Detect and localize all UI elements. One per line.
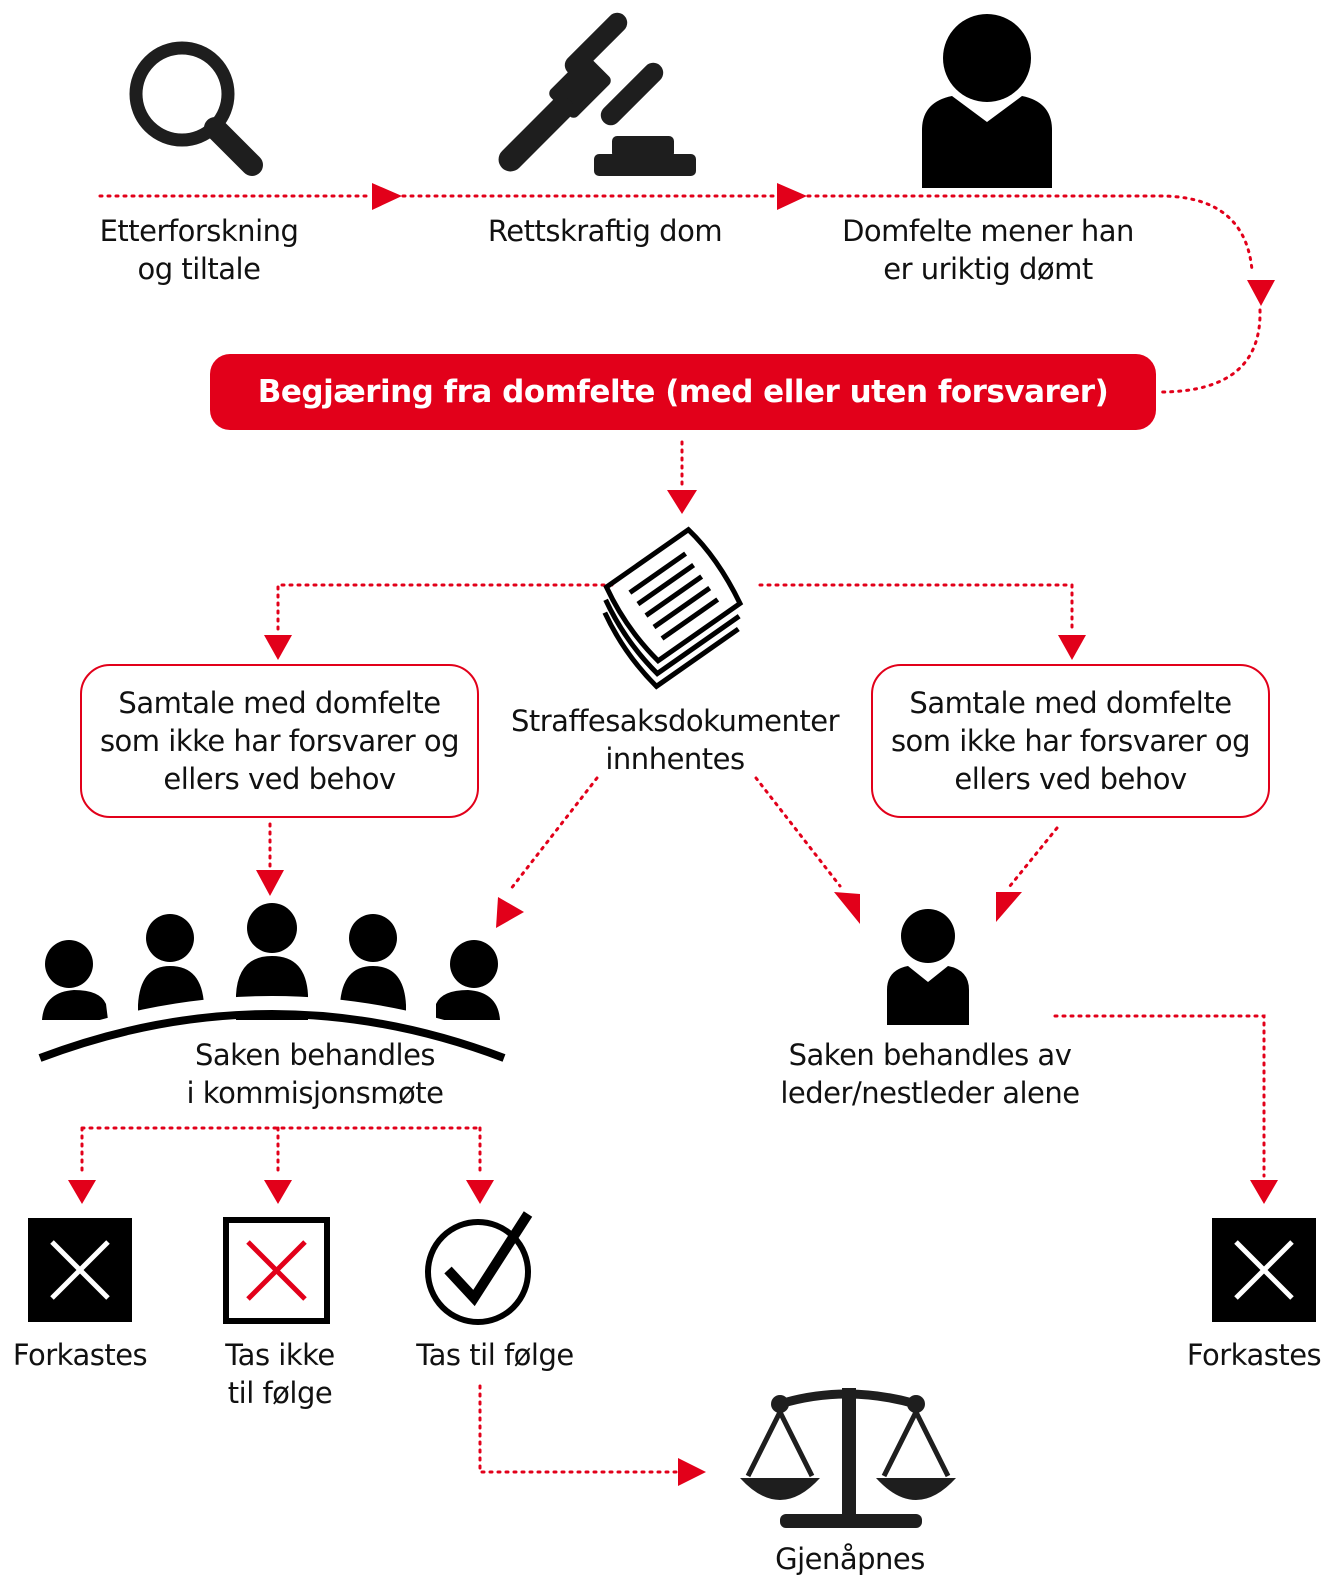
arrowhead bbox=[264, 1180, 292, 1204]
label-line: Saken behandles bbox=[194, 1038, 436, 1072]
interview-box-left: Samtale med domfelte som ikke har forsva… bbox=[80, 664, 479, 818]
interview-box-right: Samtale med domfelte som ikke har forsva… bbox=[871, 664, 1270, 818]
label-line: og tiltale bbox=[137, 252, 261, 286]
label-line: er uriktig dømt bbox=[883, 252, 1093, 286]
connector-accepted-to-reopen bbox=[478, 1384, 680, 1474]
x-box-filled-icon bbox=[28, 1218, 132, 1322]
outcome-not-upheld-label: Tas ikke til følge bbox=[200, 1336, 360, 1412]
check-circle-icon bbox=[425, 1211, 533, 1325]
outcome-rejected-label: Forkastes bbox=[0, 1336, 160, 1374]
arrowhead bbox=[667, 490, 697, 514]
label-line: Straffesaksdokumenter bbox=[510, 704, 840, 738]
arrowheads bbox=[68, 183, 1278, 1486]
connector-leader-to-outcome bbox=[1053, 1014, 1266, 1178]
label-line: Etterforskning bbox=[99, 214, 299, 248]
label-line: Rettskraftig dom bbox=[487, 214, 723, 248]
connector-corner-to-banner bbox=[1158, 308, 1262, 394]
label-line: Forkastes bbox=[12, 1338, 148, 1372]
label-line: Tas ikke bbox=[225, 1338, 335, 1372]
scales-icon bbox=[740, 1388, 956, 1528]
label-line: Forkastes bbox=[1186, 1338, 1322, 1372]
step-research-label: Etterforskning og tiltale bbox=[74, 212, 324, 288]
arrowhead bbox=[264, 635, 292, 660]
connector-docs-to-commission bbox=[508, 776, 599, 892]
reopened-label: Gjenåpnes bbox=[750, 1540, 950, 1578]
x-box-filled-icon bbox=[1212, 1218, 1316, 1322]
arrowhead bbox=[256, 870, 284, 896]
label-line: innhentes bbox=[605, 742, 745, 776]
arrowhead bbox=[372, 183, 402, 210]
connector-docs-left bbox=[276, 583, 614, 632]
connector-docs-to-leader bbox=[754, 776, 842, 888]
leader-person-icon bbox=[887, 909, 969, 1025]
arrowhead bbox=[496, 897, 524, 928]
connector-commission-outcomes bbox=[80, 1126, 482, 1178]
label-line: Gjenåpnes bbox=[775, 1542, 925, 1576]
x-box-outline-icon bbox=[223, 1217, 330, 1324]
box-line: Samtale med domfelte bbox=[118, 686, 441, 720]
label-line: Tas til følge bbox=[416, 1338, 574, 1372]
person-icon bbox=[922, 14, 1052, 188]
arrowhead bbox=[996, 892, 1022, 922]
commission-label: Saken behandles i kommisjonsmøte bbox=[150, 1036, 480, 1112]
arrowhead bbox=[1058, 635, 1086, 660]
request-banner: Begjæring fra domfelte (med eller uten f… bbox=[210, 354, 1156, 430]
arrowhead bbox=[466, 1180, 494, 1204]
box-line: som ikke har forsvarer og bbox=[99, 724, 460, 758]
label-line: til følge bbox=[227, 1376, 333, 1410]
connector-person-to-corner bbox=[806, 194, 1254, 272]
arrowhead bbox=[1250, 1180, 1278, 1204]
group-meeting-icon bbox=[37, 903, 507, 1062]
arrowhead bbox=[678, 1458, 706, 1486]
label-line: Domfelte mener han bbox=[842, 214, 1134, 248]
arrowhead bbox=[1247, 280, 1275, 306]
step-convicted-label: Domfelte mener han er uriktig dømt bbox=[838, 212, 1138, 288]
arrowhead bbox=[68, 1180, 96, 1204]
leader-label: Saken behandles av leder/nestleder alene bbox=[770, 1036, 1090, 1112]
magnifier-icon bbox=[129, 41, 263, 176]
outcome-upheld-label: Tas til følge bbox=[400, 1336, 590, 1374]
outcome-rejected-right-label: Forkastes bbox=[1180, 1336, 1328, 1374]
connector-rightbox-to-leader bbox=[1008, 826, 1059, 888]
documents-label: Straffesaksdokumenter innhentes bbox=[500, 702, 850, 778]
connectors bbox=[80, 194, 1266, 1474]
label-line: Saken behandles av bbox=[788, 1038, 1072, 1072]
label-line: i kommisjonsmøte bbox=[186, 1076, 444, 1110]
box-line: Samtale med domfelte bbox=[909, 686, 1232, 720]
gavel-icon bbox=[498, 12, 696, 176]
arrowhead bbox=[777, 183, 807, 210]
connector-docs-right bbox=[758, 583, 1074, 632]
box-line: ellers ved behov bbox=[954, 762, 1187, 796]
documents-icon bbox=[602, 526, 744, 690]
box-line: som ikke har forsvarer og bbox=[890, 724, 1251, 758]
label-line: leder/nestleder alene bbox=[780, 1076, 1080, 1110]
step-verdict-label: Rettskraftig dom bbox=[470, 212, 740, 250]
arrowhead bbox=[834, 892, 860, 924]
box-line: ellers ved behov bbox=[163, 762, 396, 796]
